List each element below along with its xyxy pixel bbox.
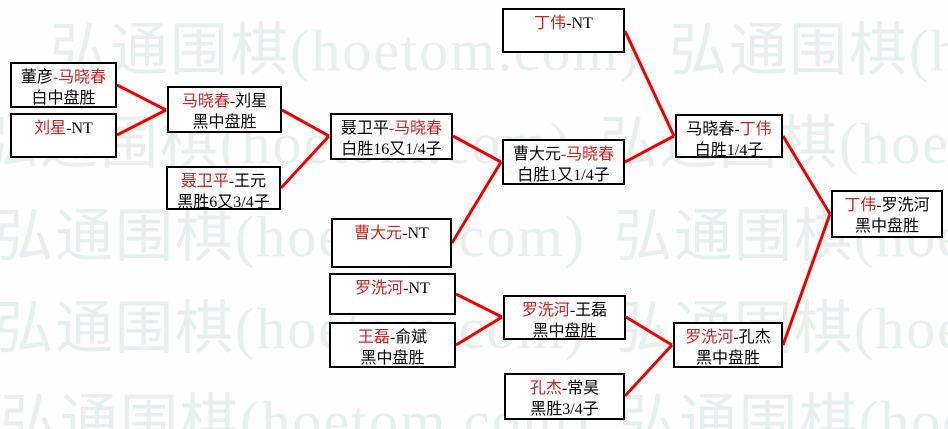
match-box-dingwei-nt: 丁伟-NT <box>502 8 625 53</box>
match-players: 王磊-俞斌 <box>331 327 454 348</box>
match-players: 聂卫平-马晓春 <box>332 118 451 139</box>
winner-name: 丁伟 <box>534 15 567 32</box>
player-name: -孔杰 <box>733 329 771 346</box>
connector-line <box>279 134 331 190</box>
match-players: 曹大元-NT <box>333 223 450 244</box>
match-result: 黑中盘胜 <box>532 323 597 340</box>
match-box-maxiaochun-liuxing: 马晓春-刘星黑中盘胜 <box>167 86 282 133</box>
match-players: 聂卫平-王元 <box>168 171 279 192</box>
match-players: 马晓春-刘星 <box>169 91 280 112</box>
player-name: 曹大元 <box>512 146 561 163</box>
match-result: 白胜16又1/4子 <box>341 141 442 158</box>
connector-line <box>624 134 675 164</box>
connector-line <box>455 315 503 347</box>
winner-name: 刘星 <box>34 120 67 137</box>
player-name: -NT <box>566 15 593 32</box>
player-name: -王元 <box>228 173 267 190</box>
player-name: 董彦 <box>20 69 53 86</box>
player-name: 马晓春 <box>686 121 735 138</box>
player-name: -刘星 <box>229 93 268 110</box>
connector-line <box>623 343 674 398</box>
match-box-luoxihe-kongjie: 罗洗河-孔杰黑中盘胜 <box>673 322 783 368</box>
winner-name: 曹大元 <box>354 225 403 242</box>
player-name: 聂卫平 <box>340 120 389 137</box>
player-name: -NT <box>403 280 430 297</box>
match-result: 白中盘胜 <box>31 90 96 107</box>
match-result: 黑中盘胜 <box>854 218 919 235</box>
match-result: 黑中盘胜 <box>192 114 257 131</box>
winner-name: 罗洗河 <box>521 302 570 319</box>
match-box-dongyan-maxiaochun: 董彦-马晓春白中盘胜 <box>10 62 117 108</box>
connector-line <box>450 161 503 244</box>
winner-name: 丁伟 <box>739 121 772 138</box>
winner-name: 罗洗河 <box>355 280 404 297</box>
match-box-luoxihe-nt: 罗洗河-NT <box>329 273 456 315</box>
connector-line <box>452 134 502 164</box>
winner-name: 王磊 <box>357 329 390 346</box>
winner-name: 丁伟 <box>844 197 877 214</box>
match-box-maxiaochun-dingwei: 马晓春-丁伟白胜1/4子 <box>675 114 783 159</box>
match-box-kongjie-changhao: 孔杰-常昊黑胜3/4子 <box>504 373 625 420</box>
winner-name: 马晓春 <box>181 93 230 110</box>
connector-line <box>781 213 832 346</box>
match-result: 黑中盘胜 <box>695 350 760 367</box>
match-result: 白胜1/4子 <box>694 142 764 159</box>
match-players: 丁伟-NT <box>504 13 623 34</box>
connector-line <box>625 315 673 347</box>
winner-name: -马晓春 <box>560 146 615 163</box>
match-box-nieweiping-maxiaochun: 聂卫平-马晓春白胜16又1/4子 <box>330 113 453 160</box>
match-players: 孔杰-常昊 <box>506 378 623 399</box>
match-players: 董彦-马晓春 <box>12 67 115 88</box>
match-box-wanglei-yubin: 王磊-俞斌黑中盘胜 <box>329 322 456 368</box>
player-name: -常昊 <box>561 380 600 397</box>
player-name: -NT <box>402 225 429 242</box>
match-players: 马晓春-丁伟 <box>677 119 781 140</box>
winner-name: -马晓春 <box>52 69 107 86</box>
winner-name: 孔杰 <box>529 380 562 397</box>
match-players: 罗洗河-NT <box>331 278 454 299</box>
connector-line <box>281 108 330 138</box>
match-players: 丁伟-罗洗河 <box>833 195 941 216</box>
player-name: -俞斌 <box>389 329 428 346</box>
connector-line <box>455 292 503 319</box>
player-name: -王磊 <box>569 302 608 319</box>
connector-line <box>116 83 167 112</box>
match-box-liuxing-nt: 刘星-NT <box>10 113 117 158</box>
winner-name: 聂卫平 <box>180 173 229 190</box>
match-players: 罗洗河-王磊 <box>505 300 624 321</box>
match-box-caodayuan-maxiaochun: 曹大元-马晓春白胜1又1/4子 <box>502 139 625 185</box>
match-result: 白胜1又1/4子 <box>517 167 610 184</box>
match-result: 黑胜3/4子 <box>530 401 599 418</box>
match-box-luoxihe-wanglei: 罗洗河-王磊黑中盘胜 <box>503 295 626 340</box>
player-name: -罗洗河 <box>876 197 930 214</box>
match-box-dingwei-luoxihe-final: 丁伟-罗洗河黑中盘胜 <box>831 190 943 238</box>
match-box-caodayuan-nt: 曹大元-NT <box>331 218 452 268</box>
player-name: - <box>734 121 740 138</box>
winner-name: -马晓春 <box>388 120 443 137</box>
match-players: 罗洗河-孔杰 <box>675 327 781 348</box>
connector-line <box>781 135 832 215</box>
connector-line <box>116 108 167 137</box>
winner-name: 罗洗河 <box>685 329 734 346</box>
match-box-nieweiping-wangyuan: 聂卫平-王元黑胜6又3/4子 <box>166 166 281 211</box>
match-players: 曹大元-马晓春 <box>504 144 623 165</box>
match-result: 黑胜6又3/4子 <box>177 194 270 211</box>
match-result: 黑中盘胜 <box>360 350 425 367</box>
connector-line <box>623 30 676 137</box>
match-players: 刘星-NT <box>12 118 115 139</box>
player-name: -NT <box>66 120 93 137</box>
